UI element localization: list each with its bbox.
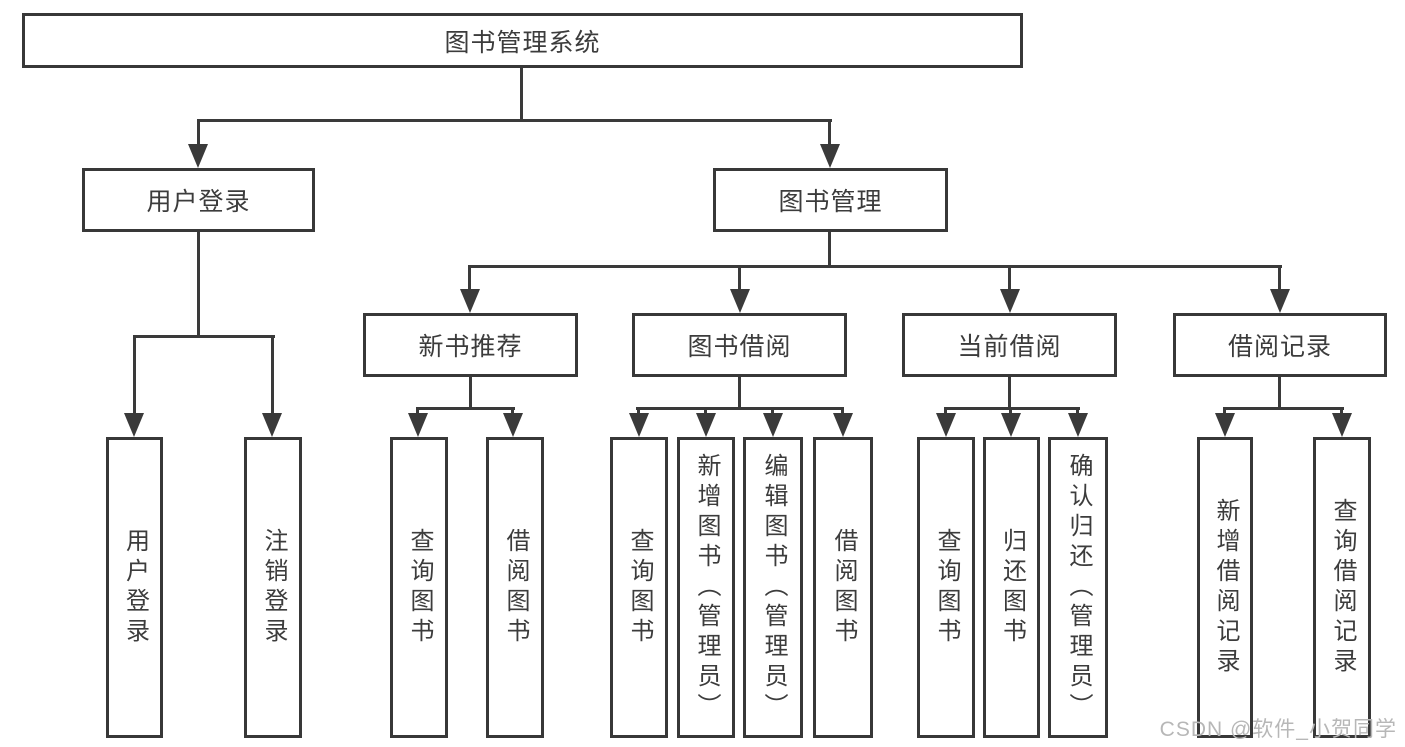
arrow-nbr-leaf-1: [408, 413, 428, 437]
connector-book-mgmt-stem-4: [1278, 265, 1281, 291]
arrow-to-leaf-user-login: [124, 413, 144, 437]
connector-bb-stem-2: [704, 407, 707, 417]
leaf-nbr-borrow-books: 借阅图书: [486, 437, 544, 738]
leaf-user-login: 用户登录: [106, 437, 163, 738]
connector-nbr-branch: [417, 407, 515, 410]
watermark: CSDN @软件_小贺同学: [1159, 718, 1397, 741]
connector-book-mgmt-branch: [468, 265, 1282, 268]
leaf-cb-confirm-return-admin: 确认归还（管理员）: [1048, 437, 1108, 738]
connector-cb-branch: [944, 407, 1080, 410]
arrow-to-borrow-records: [1270, 289, 1290, 313]
arrow-to-user-login: [188, 144, 208, 168]
connector-book-mgmt-trunk: [828, 232, 831, 268]
connector-root-trunk: [520, 68, 523, 122]
connector-br-trunk: [1278, 377, 1281, 410]
connector-root-right-stem: [828, 119, 831, 146]
leaf-nbr-query-books: 查询图书: [390, 437, 448, 738]
connector-book-mgmt-stem-1: [468, 265, 471, 291]
connector-user-login-branch: [133, 335, 275, 338]
arrow-bb-leaf-4: [833, 413, 853, 437]
leaf-cb-query-books: 查询图书: [917, 437, 975, 738]
leaf-br-add-record: 新增借阅记录: [1197, 437, 1253, 738]
connector-user-login-stem-2: [271, 335, 274, 415]
arrow-bb-leaf-2: [696, 413, 716, 437]
connector-book-mgmt-stem-2: [738, 265, 741, 291]
connector-br-stem-2: [1340, 407, 1343, 417]
connector-nbr-trunk: [469, 377, 472, 410]
node-user-login: 用户登录: [82, 168, 315, 232]
connector-root-branch: [197, 119, 832, 122]
connector-nbr-stem-2: [511, 407, 514, 417]
node-root: 图书管理系统: [22, 13, 1023, 68]
arrow-br-leaf-2: [1332, 413, 1352, 437]
connector-cb-stem-2: [1009, 407, 1012, 417]
connector-br-branch: [1223, 407, 1344, 410]
arrow-bb-leaf-3: [763, 413, 783, 437]
leaf-br-query-record: 查询借阅记录: [1313, 437, 1371, 738]
connector-cb-trunk: [1008, 377, 1011, 410]
arrow-to-book-borrow: [730, 289, 750, 313]
arrow-br-leaf-1: [1215, 413, 1235, 437]
connector-bb-branch: [636, 407, 844, 410]
arrow-cb-leaf-3: [1068, 413, 1088, 437]
arrow-to-leaf-logout: [262, 413, 282, 437]
leaf-cb-return-books: 归还图书: [983, 437, 1040, 738]
leaf-bb-edit-books-admin: 编辑图书（管理员）: [743, 437, 803, 738]
connector-cb-stem-1: [944, 407, 947, 417]
arrow-to-current-borrow: [1000, 289, 1020, 313]
arrow-to-new-book-recommend: [460, 289, 480, 313]
connector-book-mgmt-stem-3: [1008, 265, 1011, 291]
arrow-to-book-management: [820, 144, 840, 168]
arrow-bb-leaf-1: [629, 413, 649, 437]
node-borrow-records: 借阅记录: [1173, 313, 1387, 377]
connector-bb-stem-1: [637, 407, 640, 417]
leaf-bb-query-books: 查询图书: [610, 437, 668, 738]
node-current-borrow: 当前借阅: [902, 313, 1117, 377]
node-book-borrow: 图书借阅: [632, 313, 847, 377]
arrow-cb-leaf-1: [936, 413, 956, 437]
connector-user-login-trunk: [197, 232, 200, 338]
connector-br-stem-1: [1223, 407, 1226, 417]
connector-cb-stem-3: [1076, 407, 1079, 417]
leaf-bb-borrow-books: 借阅图书: [813, 437, 873, 738]
arrow-cb-leaf-2: [1001, 413, 1021, 437]
connector-bb-stem-3: [771, 407, 774, 417]
connector-nbr-stem-1: [416, 407, 419, 417]
node-book-management: 图书管理: [713, 168, 948, 232]
connector-root-left-stem: [197, 119, 200, 146]
leaf-bb-add-books-admin: 新增图书（管理员）: [677, 437, 735, 738]
connector-bb-stem-4: [841, 407, 844, 417]
connector-user-login-stem-1: [133, 335, 136, 415]
node-new-book-recommend: 新书推荐: [363, 313, 578, 377]
connector-bb-trunk: [738, 377, 741, 410]
leaf-logout: 注销登录: [244, 437, 302, 738]
arrow-nbr-leaf-2: [503, 413, 523, 437]
